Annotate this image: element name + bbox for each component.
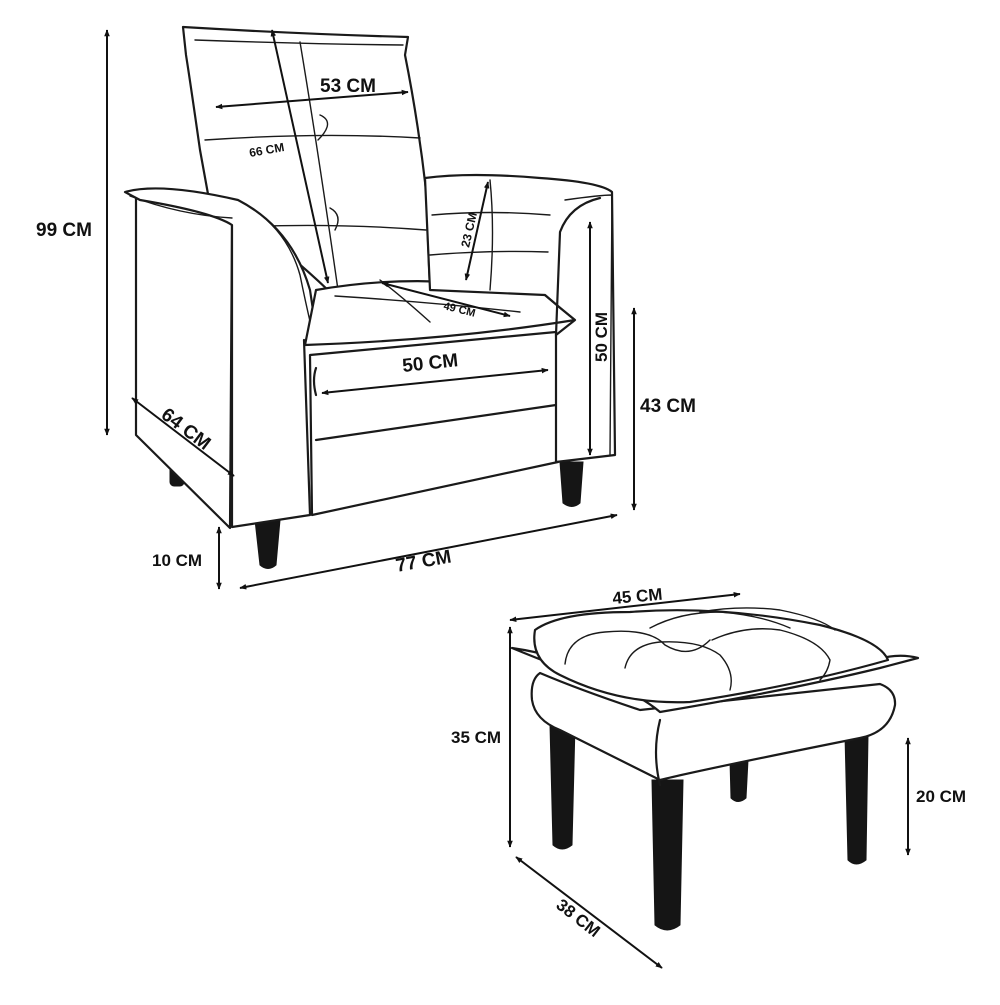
ottoman-left-leg bbox=[549, 724, 576, 850]
armchair-front-right-leg bbox=[559, 461, 584, 507]
ottoman-right-leg bbox=[844, 734, 869, 865]
armchair-left-side bbox=[134, 196, 234, 530]
label-backrest-height: 66 CM bbox=[248, 140, 285, 160]
label-leg-height: 10 CM bbox=[152, 551, 202, 570]
label-seat-height: 43 CM bbox=[640, 396, 696, 417]
ottoman-back-leg bbox=[729, 759, 749, 802]
ottoman-base bbox=[530, 671, 897, 782]
label-total-height: 99 CM bbox=[36, 220, 92, 241]
ottoman-dimension-lines bbox=[507, 591, 911, 969]
label-ottoman-height: 35 CM bbox=[451, 728, 501, 747]
label-ottoman-width: 45 CM bbox=[612, 585, 664, 608]
ottoman-drawing bbox=[510, 607, 920, 931]
label-total-width: 77 CM bbox=[394, 547, 453, 577]
armchair-front-left-leg bbox=[254, 519, 281, 569]
armchair-drawing bbox=[123, 25, 617, 569]
label-ottoman-leg-height: 20 CM bbox=[916, 787, 966, 806]
label-backrest-width: 53 CM bbox=[320, 76, 376, 97]
armchair-dimension-lines bbox=[104, 29, 637, 590]
ottoman-front-leg bbox=[651, 779, 684, 931]
label-side-height: 50 CM bbox=[592, 312, 611, 362]
